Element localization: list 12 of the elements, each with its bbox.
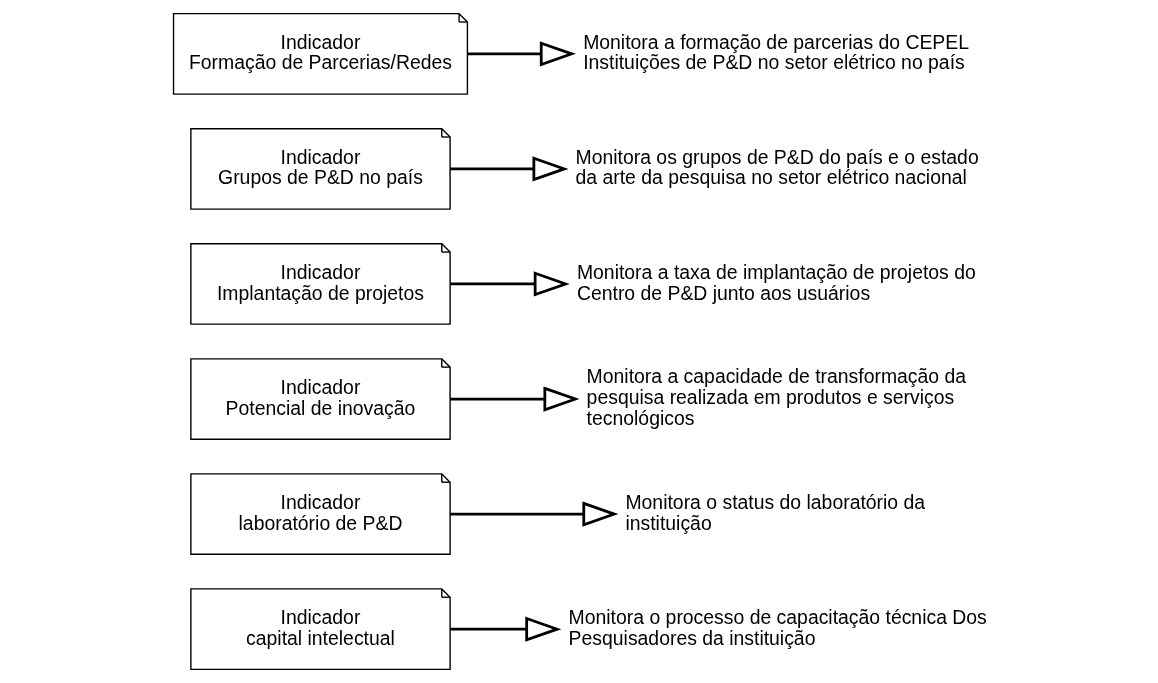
arrow <box>467 41 576 67</box>
arrow <box>450 501 619 527</box>
arrow <box>450 616 562 642</box>
node-text: Monitora a taxa de implantação de projetos do Centro de P&D junto aos usuários <box>576 260 976 304</box>
node-text: Monitora o status do laboratório da instituição <box>625 490 926 534</box>
arrow <box>450 271 570 297</box>
node-text: Monitora a formação de parcerias do CEPEL Instituições de P&D no setor elétrico no país <box>583 30 970 74</box>
node-text: Monitora o processo de capacitação técnica Dos Pesquisadores da instituição <box>568 605 987 649</box>
arrow <box>450 156 569 182</box>
arrow <box>450 386 580 412</box>
node-text: Monitora a capacidade de transformação da pesquisa realizada em produtos e serviços tecnológicos <box>586 365 967 429</box>
node-text: Monitora os grupos de P&D do país e o estado da arte da pesquisa no setor elétrico nacional <box>575 145 979 189</box>
